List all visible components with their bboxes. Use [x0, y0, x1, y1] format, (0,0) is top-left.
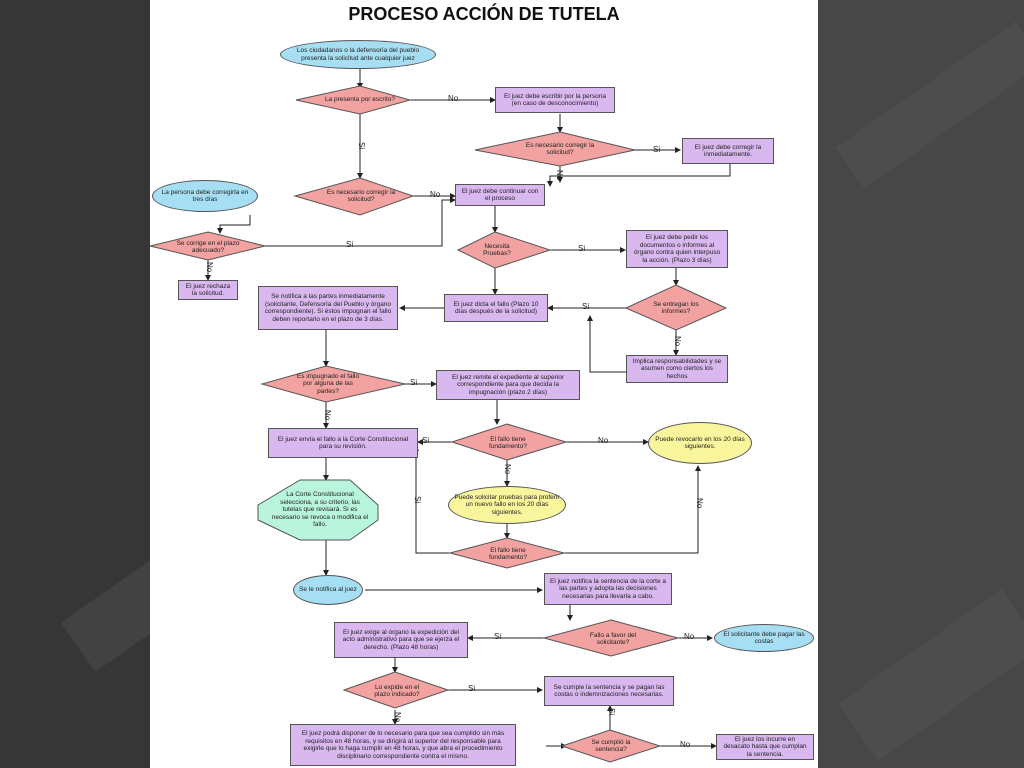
decision-expide	[342, 671, 450, 709]
label-si: Si	[413, 496, 422, 504]
label-si: Si	[582, 302, 590, 311]
label-no: No	[598, 436, 609, 445]
juez-exige-box: El juez exige al órgano la expedición de…	[334, 622, 468, 658]
decision-cumplio	[560, 729, 662, 763]
label-si: Si	[578, 244, 586, 253]
juez-corregir-box: El juez debe corregir la inmediatamente.	[682, 138, 774, 164]
juez-pedir-box: El juez debe pedir los documentos o info…	[626, 230, 728, 268]
label-si: Si	[346, 240, 354, 249]
puede-revocarlo-terminal: Puede revocarlo en los 20 días siguiente…	[648, 422, 752, 464]
label-no: No	[684, 632, 695, 641]
solicitante-pagar-terminal: El solicitante debe pagar las costas	[714, 624, 814, 652]
se-notifica-juez-terminal: Se le notifica al juez	[293, 575, 363, 605]
juez-incurre-box: El juez los incurre en desacato hasta qu…	[716, 734, 814, 760]
decision-escrito-text: La presenta por escrito?	[324, 96, 396, 104]
corte-octagon-shape	[257, 479, 379, 541]
label-no: No	[680, 740, 691, 749]
implica-box: Implica responsabilidades y se asumen co…	[626, 355, 728, 383]
decision-favor-text: Fallo a favor del solicitante?	[589, 631, 637, 647]
start-terminal: Los ciudadanos o la defensoría del puebl…	[280, 40, 436, 69]
flowchart-slide: PROCESO ACCIÓN DE TUTELA	[150, 0, 818, 768]
label-si: Si	[468, 684, 476, 693]
decision-entregan	[624, 284, 728, 331]
left-background	[0, 0, 150, 768]
label-no: No	[673, 336, 682, 347]
decision-favor	[542, 619, 680, 657]
flowchart-connectors	[205, 69, 731, 749]
decision-plazo-text: Se corrige en el plazo adecuado?	[176, 239, 240, 255]
label-no: No	[503, 464, 512, 475]
label-si: Si	[607, 708, 616, 716]
label-si: Si	[494, 632, 502, 641]
label-si: Si	[410, 378, 418, 387]
label-no: No	[448, 94, 459, 103]
decision-shapes	[150, 85, 728, 763]
juez-notifica-box: El juez notifica la sentencia de la cort…	[544, 573, 672, 605]
right-background	[818, 0, 1024, 768]
decision-fundamento	[450, 423, 568, 461]
decision-cumplio-text: Se cumplió la sentencia?	[591, 738, 631, 754]
puede-solicitar-terminal: Puede solicitar pruebas para proferir un…	[448, 486, 566, 524]
decision-pruebas-text: Necesita Pruebas?	[483, 242, 511, 258]
cumple-box: Se cumple la sentencia y se pagan las co…	[544, 676, 674, 706]
label-no: No	[205, 262, 214, 273]
decision-fundamento-2-text: El fallo tiene fundamento?	[489, 546, 527, 562]
label-si: Si	[653, 145, 661, 154]
decision-corregir-juez	[474, 131, 636, 167]
slide-title: PROCESO ACCIÓN DE TUTELA	[348, 4, 620, 24]
decision-corregir-solicitud	[293, 177, 415, 216]
decision-corregir-juez-text: Es necesario corregir la solicitud?	[525, 141, 595, 157]
se-notifica-box: Se notifica a las partes inmediatamente …	[258, 286, 398, 330]
decision-pruebas	[456, 231, 552, 269]
label-si: Si	[357, 142, 366, 150]
decision-fundamento-2	[448, 537, 566, 569]
decision-corregir-solicitud-text: Es necesario corregir la solicitud?	[326, 188, 396, 204]
label-no: No	[555, 170, 564, 181]
decision-expide-text: Lo expide en el plazo indicado?	[374, 683, 420, 699]
label-no: No	[393, 712, 402, 723]
juez-remite-box: El juez remite el expediente al superior…	[436, 370, 580, 400]
persona-corregir-terminal: La persona debe corregirla en tres días	[152, 180, 258, 212]
label-no: No	[695, 498, 704, 509]
label-no: No	[430, 190, 441, 199]
juez-continuar-box: El juez debe continuar con el proceso	[455, 184, 545, 206]
juez-escribir-box: El juez debe escribir por la persona (en…	[495, 87, 615, 113]
decision-entregan-text: Se entregan los informes?	[653, 300, 699, 316]
decision-impugnado-text: Es impugnado el fallo por alguna de las …	[296, 372, 360, 395]
juez-envia-box: El juez envía el fallo a la Corte Consti…	[268, 428, 418, 458]
label-no: No	[323, 410, 332, 421]
label-si: Si	[422, 436, 430, 445]
juez-dispone-box: El juez podrá disponer de lo necesario p…	[290, 724, 516, 766]
juez-dicta-box: El juez dicta el fallo (Plazo 10 días de…	[444, 294, 548, 322]
corte-octagon: La Corte Constitucional selecciona, a su…	[271, 491, 369, 529]
decision-impugnado	[260, 365, 406, 403]
decision-plazo	[150, 231, 266, 261]
decision-escrito	[295, 85, 412, 115]
juez-rechaza-box: El juez rechaza la solicitud.	[178, 280, 238, 300]
decision-fundamento-text: El fallo tiene fundamento?	[489, 435, 527, 451]
